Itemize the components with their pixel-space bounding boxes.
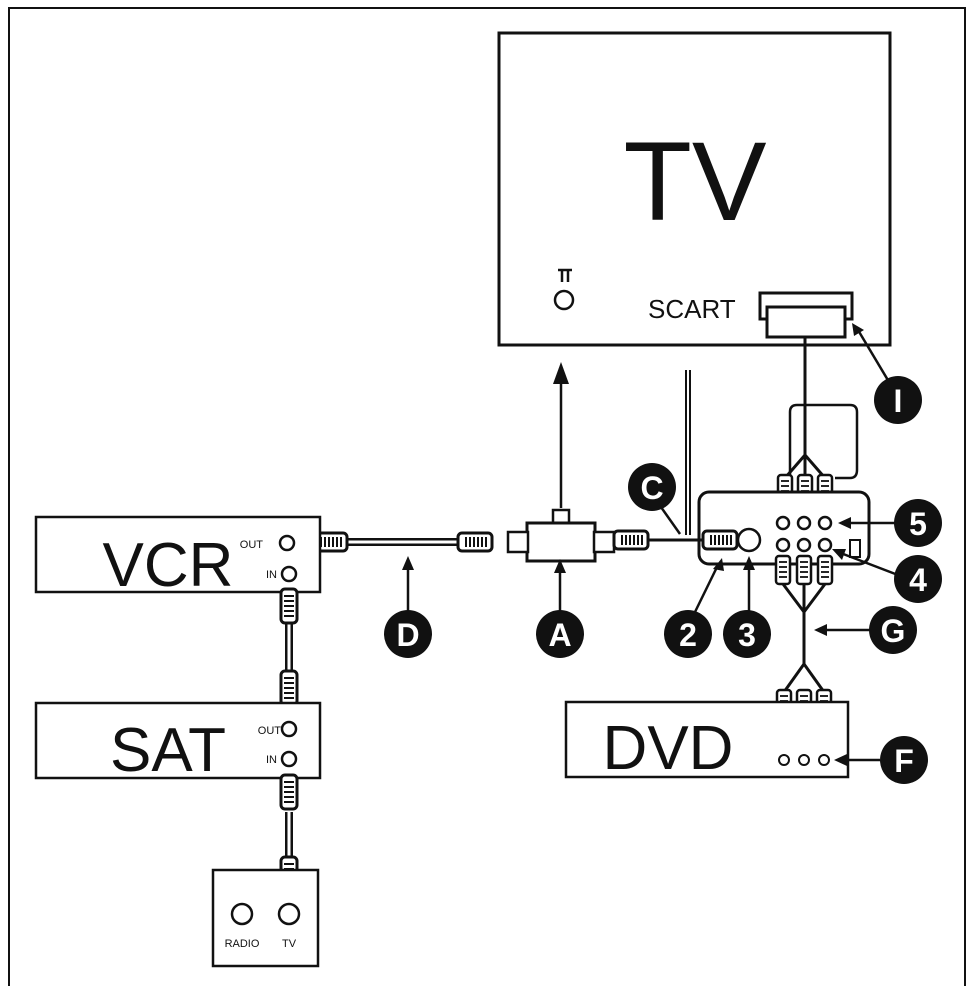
tv-jack xyxy=(277,902,301,926)
svg-text:G: G xyxy=(881,613,906,649)
svg-text:I: I xyxy=(894,383,903,419)
vcr-in-jack xyxy=(280,565,298,583)
callout-i: I xyxy=(874,376,922,424)
callout-g: G xyxy=(869,606,917,654)
scart-connector xyxy=(758,291,854,339)
wall-socket: RADIO TV xyxy=(211,868,320,968)
tv-unit: TV SCART xyxy=(497,31,892,347)
av-transmitter xyxy=(685,370,871,566)
callout-2: 2 xyxy=(664,610,712,658)
vcr-in-label: IN xyxy=(266,569,277,581)
svg-text:2: 2 xyxy=(679,617,697,653)
vcr-out-jack xyxy=(278,534,296,552)
svg-text:F: F xyxy=(894,743,914,779)
splitter-a xyxy=(506,508,616,563)
svg-text:5: 5 xyxy=(909,506,927,542)
outer-frame xyxy=(8,7,966,986)
callout-d: D xyxy=(384,610,432,658)
sat-unit: SAT OUT IN xyxy=(34,701,322,785)
svg-text:3: 3 xyxy=(738,617,756,653)
vcr-unit: VCR OUT IN xyxy=(34,515,322,600)
wall-tv-label: TV xyxy=(282,938,297,950)
arrow-to-tv-head xyxy=(553,362,569,384)
callout-3: 3 xyxy=(723,610,771,658)
svg-text:4: 4 xyxy=(909,562,927,598)
svg-text:D: D xyxy=(396,617,419,653)
sat-out-label: OUT xyxy=(258,725,282,737)
dvd-unit: DVD xyxy=(564,700,850,783)
sat-in-label: IN xyxy=(266,754,277,766)
callout-a: A xyxy=(536,610,584,658)
radio-label: RADIO xyxy=(225,938,260,950)
sat-in-jack xyxy=(280,750,298,768)
loop-cable xyxy=(788,403,859,480)
vcr-out-label: OUT xyxy=(240,539,264,551)
svg-text:C: C xyxy=(640,470,663,506)
tv-title: TV xyxy=(623,119,766,244)
dvd-title: DVD xyxy=(603,714,734,783)
sat-title: SAT xyxy=(110,716,226,785)
svg-text:A: A xyxy=(548,617,571,653)
callout-c: C xyxy=(628,463,676,511)
callout-f: F xyxy=(880,736,928,784)
scart-label: SCART xyxy=(648,294,736,324)
callout-5: 5 xyxy=(894,499,942,547)
callout-4: 4 xyxy=(894,555,942,603)
radio-jack xyxy=(230,902,254,926)
callout-arrowheads xyxy=(402,323,864,766)
antenna-symbol-icon xyxy=(553,268,575,311)
sat-out-jack xyxy=(280,720,298,738)
vcr-title: VCR xyxy=(103,531,234,600)
